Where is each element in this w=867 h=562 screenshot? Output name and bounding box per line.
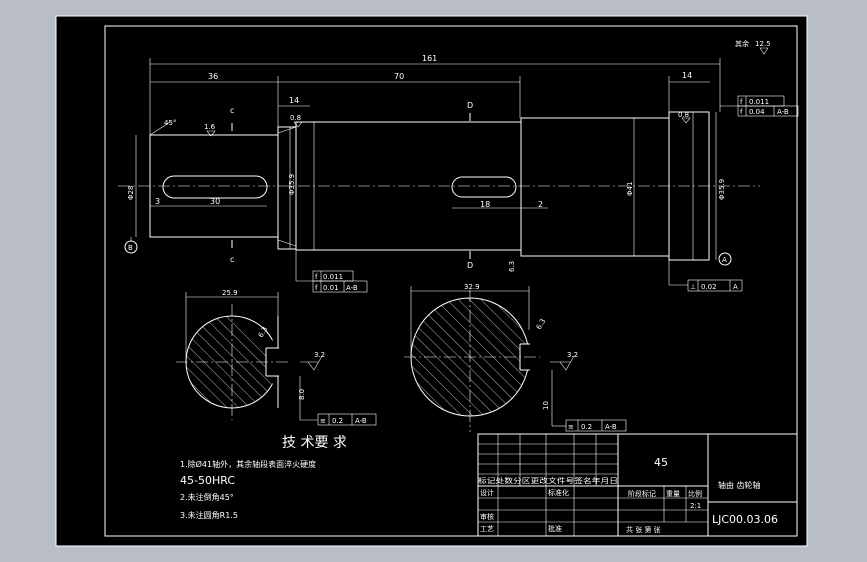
tol-frame-sym2: ≡ 0.2 A-B [551,410,627,432]
section-c-bottom: c [230,255,234,264]
dim-overall-length: 161 [422,54,437,63]
rough-16: 1.6 [204,123,216,131]
process-label: 工艺 [480,525,494,533]
dimensions-diameters: Φ28 Φ35.9 Φ41 Φ35.9 3 30 18 2 6.3 [127,112,726,272]
sec2-width: 32.9 [464,283,480,291]
tech-line-1: 1.除Ø41轴外，其余轴段表面淬火硬度 [180,459,316,469]
datum-b-label: B [128,244,133,252]
rough-63: 6.3 [508,261,516,272]
tol-frame-bottom-mid: f 0.011 f 0.01 A-B [295,250,368,293]
section-c-top: c [230,106,234,115]
svg-text:≡: ≡ [320,417,326,425]
dim-dia-right: Φ35.9 [718,179,726,200]
keyway-left [162,175,268,199]
sec1-depth: 8.0 [298,389,306,400]
datum-a-circle [718,252,732,266]
svg-text:0.01: 0.01 [323,284,339,292]
dim-dia-big: Φ41 [626,182,634,196]
row-header: 标记处数分区更改文件号签名年月日 [478,476,618,485]
technical-requirements: 技 术要 求 1.除Ø41轴外，其余轴段表面淬火硬度 45-50HRC 2.未注… [180,435,347,520]
svg-text:0.2: 0.2 [332,417,343,425]
svg-text:A-B: A-B [346,284,358,292]
tol-frame-top-right: f 0.011 f 0.04 A-B [720,95,799,117]
review-label: 审核 [480,512,494,521]
tech-line-4: 3.未注圆角R1.5 [180,510,238,520]
dim-dia-left: Φ28 [127,186,135,200]
svg-text:A-B: A-B [355,417,367,425]
dim-chamfer-angle: 45° [164,119,176,127]
tech-title: 技 术要 求 [282,435,347,451]
shaft-right-section [668,111,710,261]
tech-line-3: 2.未注倒角45° [180,492,234,502]
svg-text:0.02: 0.02 [701,283,717,291]
dimensions-top: 161 36 70 14 14 45° 1.6 0.8 0.8 [149,54,721,137]
svg-text:⊥: ⊥ [690,283,696,291]
dim-key-right-length: 18 [480,200,490,209]
svg-text:≡: ≡ [568,423,574,431]
sec2-depth: 10 [542,401,550,410]
inner-border [104,25,798,537]
dim-key-left-offset: 3 [155,197,160,206]
rough-08-left: 0.8 [290,114,301,122]
svg-text:0.2: 0.2 [581,423,592,431]
section-d-top: D [467,101,473,110]
sec1-width: 25.9 [222,289,238,297]
material: 45 [654,456,668,469]
title-block: 45 轴由 齿轮轴 LJC00.03.06 标记处数分区更改文件号签名年月日 设… [477,433,798,537]
dim-left-section: 36 [208,72,218,81]
stage-mark-label: 阶段标记 [628,489,656,498]
svg-text:f: f [315,273,318,281]
sheets-label: 共 张 第 张 [626,525,661,534]
tech-line-2: 45-50HRC [180,474,235,487]
design-label: 设计 [480,488,494,497]
datum-a-label: A [722,256,727,264]
shaft-main-view: c c D D [118,101,760,270]
scale-value: 2:1 [690,502,701,510]
svg-text:0.011: 0.011 [323,273,343,281]
roughness-value: 12.5 [755,40,771,48]
dim-dia-mid: Φ35.9 [288,174,296,195]
section-view-d: 32.9 6.3 3.2 10 [404,283,578,432]
dim-mid-section: 70 [394,72,404,81]
drawing-number: LJC00.03.06 [712,513,778,526]
sec1-rough-32: 3.2 [314,351,325,359]
tol-frame-perp: ⊥ 0.02 A [668,256,743,292]
svg-text:A: A [733,283,738,291]
roughness-symbol-icon [759,47,769,55]
dim-right-section: 14 [682,71,692,80]
keyway-right [451,176,517,198]
section-d-bottom: D [467,261,473,270]
dim-left-step: 14 [289,96,299,105]
rough-08-right: 0.8 [678,111,689,119]
weight-label: 重量 [666,490,680,498]
svg-text:0.011: 0.011 [749,98,769,106]
dim-key-left-length: 30 [210,197,220,206]
drawing-viewport [55,15,808,547]
svg-text:A-B: A-B [605,423,617,431]
svg-text:0.04: 0.04 [749,108,765,116]
part-name: 轴由 齿轮轴 [718,480,761,490]
section-view-c: 25.9 6.3 3.2 8.0 [176,289,325,420]
scale-label: 比例 [688,489,702,498]
tol-frame-sym1: ≡ 0.2 A-B [299,408,377,426]
standardization-label: 标准化 [548,488,569,497]
dim-key-right-offset: 2 [538,200,543,209]
svg-text:A-B: A-B [777,108,789,116]
roughness-note: 其余 [735,39,749,48]
approve-label: 批准 [548,524,562,533]
svg-text:f: f [315,284,318,292]
svg-text:f: f [740,108,743,116]
sec2-rough-32: 3.2 [567,351,578,359]
svg-text:f: f [740,98,743,106]
